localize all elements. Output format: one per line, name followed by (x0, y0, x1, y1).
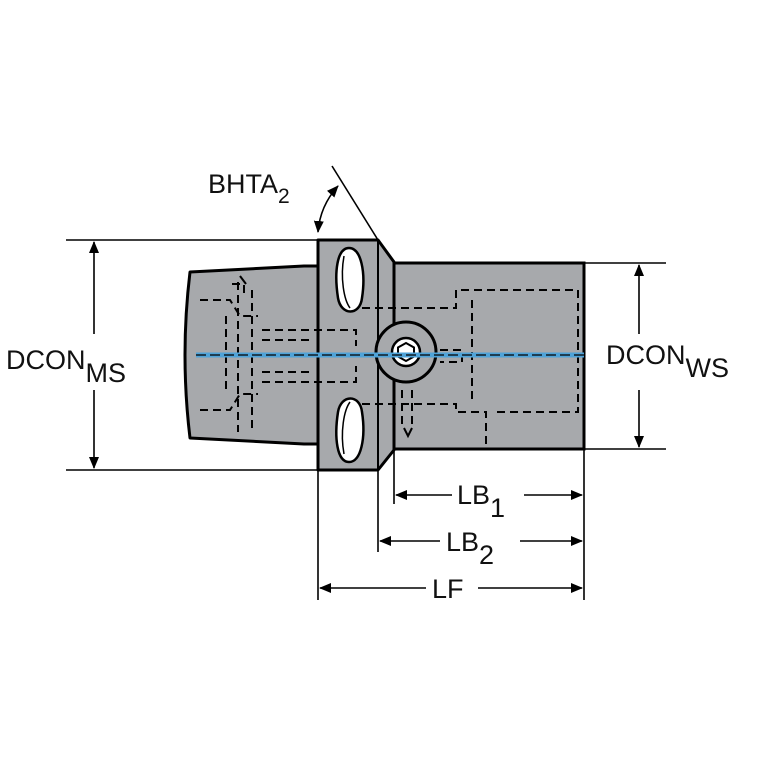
bhta-label: BHTA2 (208, 169, 290, 208)
lf-label: LF (432, 574, 464, 604)
dcon-ms-label: DCONMS (6, 345, 126, 388)
dimension-lines (89, 185, 644, 593)
lb2-label: LB2 (446, 527, 494, 570)
clamp-screw (374, 320, 438, 384)
lb1-label: LB1 (457, 480, 505, 523)
dcon-ws-label: DCONWS (606, 340, 729, 383)
lower-drive-slot (335, 397, 365, 464)
extension-lines (66, 165, 666, 600)
bhta-angle-arc (313, 185, 339, 233)
upper-drive-slot (335, 246, 365, 313)
